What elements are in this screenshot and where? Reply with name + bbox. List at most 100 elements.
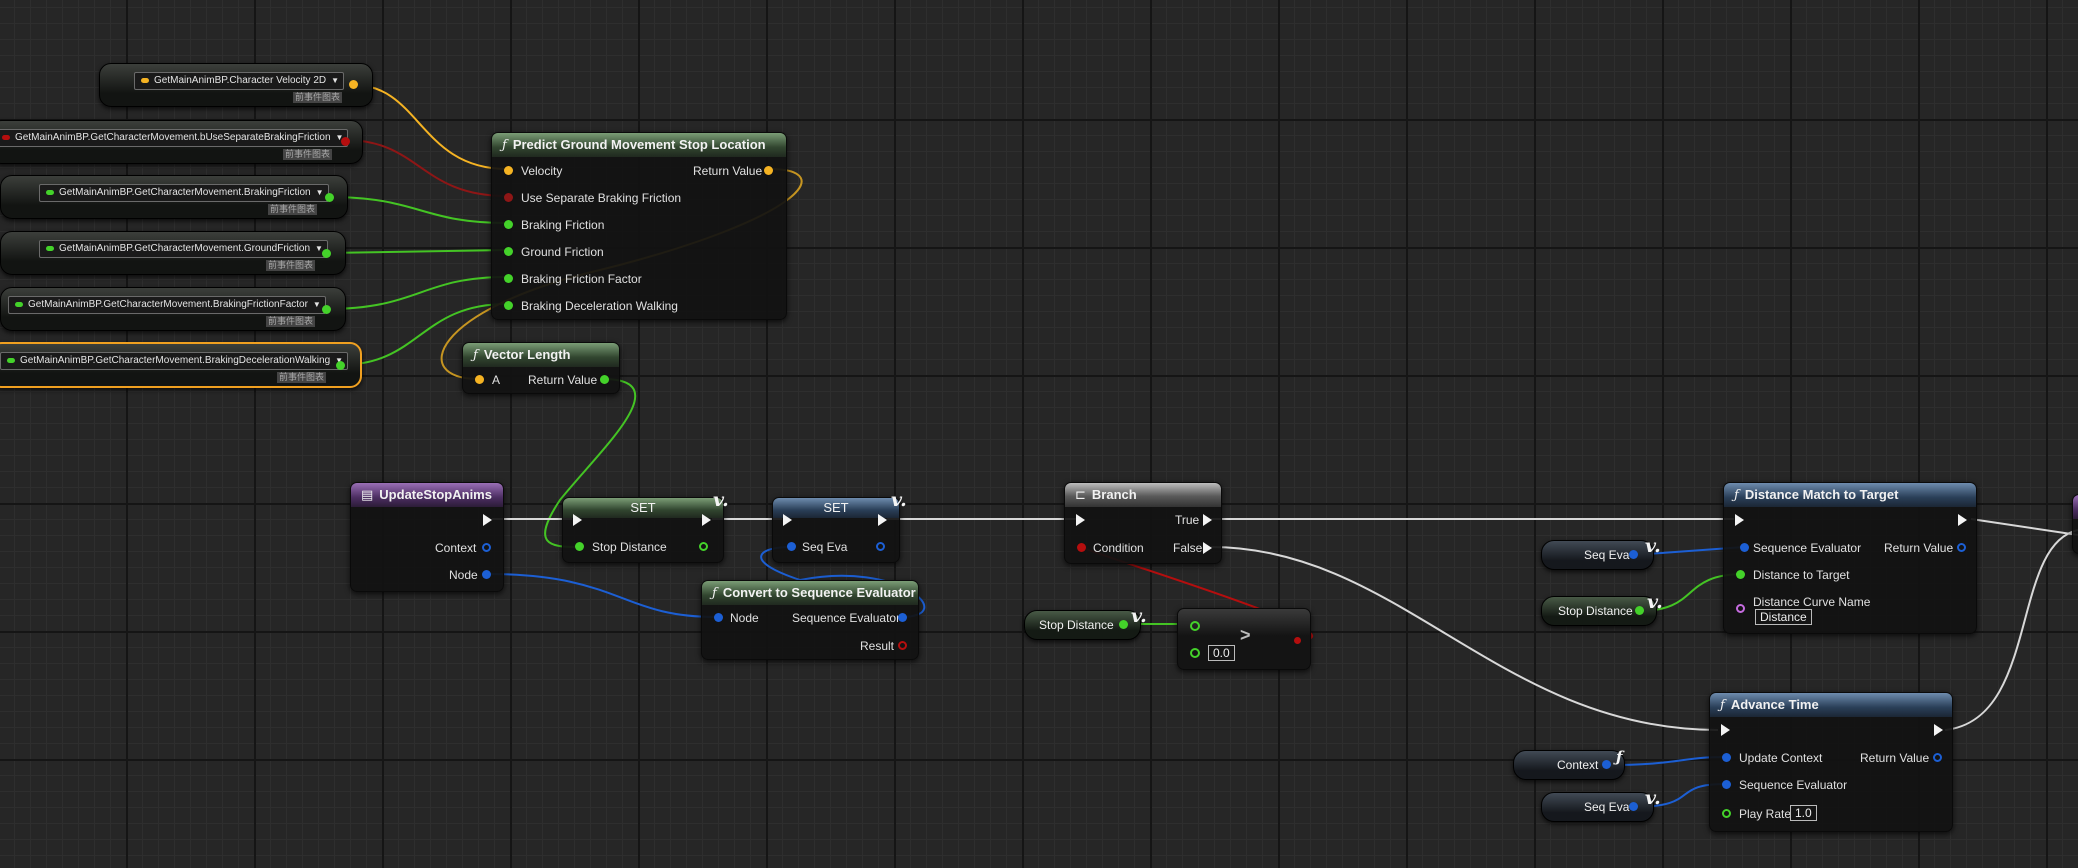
getter-braking-deceleration-walking[interactable]: GetMainAnimBP.GetCharacterMovement.Braki… bbox=[0, 342, 362, 388]
getter-braking-friction-factor[interactable]: GetMainAnimBP.GetCharacterMovement.Braki… bbox=[0, 287, 346, 331]
output-pin[interactable] bbox=[341, 137, 350, 146]
greater-than-node[interactable]: 0.0 > bbox=[1177, 608, 1311, 670]
exec-in-pin[interactable] bbox=[1735, 514, 1744, 526]
exec-out-pin[interactable] bbox=[1958, 514, 1967, 526]
context-label: Context bbox=[435, 541, 477, 555]
return-value-pin[interactable] bbox=[1957, 543, 1966, 552]
offscreen-node[interactable] bbox=[2072, 494, 2078, 554]
wire-ground-friction bbox=[325, 249, 508, 254]
getter-dropdown[interactable]: GetMainAnimBP.GetCharacterMovement.Groun… bbox=[39, 240, 328, 258]
exec-out-pin[interactable] bbox=[483, 514, 492, 526]
sequence-evaluator-label: Sequence Evaluator bbox=[1739, 778, 1848, 792]
output-pin[interactable] bbox=[1635, 606, 1644, 615]
variable-icon: v. bbox=[713, 489, 729, 511]
seq-eva-pin[interactable] bbox=[787, 542, 796, 551]
true-pin[interactable] bbox=[1203, 514, 1212, 526]
output-pin[interactable] bbox=[322, 305, 331, 314]
output-pin[interactable] bbox=[1602, 760, 1611, 769]
getter-ground-friction[interactable]: GetMainAnimBP.GetCharacterMovement.Groun… bbox=[0, 231, 346, 275]
return-value-pin[interactable] bbox=[600, 375, 609, 384]
play-rate-pin[interactable] bbox=[1722, 809, 1731, 818]
getter-dropdown[interactable]: GetMainAnimBP.GetCharacterMovement.bUseS… bbox=[0, 129, 349, 147]
sequence-evaluator-pin[interactable] bbox=[898, 613, 907, 622]
exec-in-pin[interactable] bbox=[783, 514, 792, 526]
velocity-label: Velocity bbox=[521, 164, 563, 178]
exec-in-pin[interactable] bbox=[1721, 724, 1730, 736]
seq-eva-variable-advance[interactable]: Seq Eva v. bbox=[1541, 787, 1661, 822]
variable-label: Seq Eva bbox=[1584, 800, 1630, 814]
result-pin[interactable] bbox=[1294, 637, 1301, 644]
exec-out-pin[interactable] bbox=[702, 514, 711, 526]
output-pin[interactable] bbox=[1629, 802, 1638, 811]
a-pin[interactable] bbox=[475, 375, 484, 384]
stop-distance-variable-dmt[interactable]: Stop Distance v. bbox=[1541, 591, 1663, 626]
ground-friction-pin[interactable] bbox=[504, 247, 513, 256]
output-pin[interactable] bbox=[336, 361, 345, 370]
exec-in-pin[interactable] bbox=[573, 514, 582, 526]
distance-to-target-label: Distance to Target bbox=[1753, 568, 1850, 582]
distance-curve-name-pin[interactable] bbox=[1736, 604, 1745, 613]
output-pin[interactable] bbox=[699, 542, 708, 551]
getter-dropdown[interactable]: GetMainAnimBP.GetCharacterMovement.Braki… bbox=[39, 184, 329, 202]
exec-out-pin[interactable] bbox=[1934, 724, 1943, 736]
true-label: True bbox=[1175, 513, 1200, 527]
b-value-field[interactable]: 0.0 bbox=[1208, 645, 1235, 661]
sequence-evaluator-pin[interactable] bbox=[1740, 543, 1749, 552]
getter-separate-braking[interactable]: GetMainAnimBP.GetCharacterMovement.bUseS… bbox=[0, 120, 363, 164]
output-pin[interactable] bbox=[322, 249, 331, 258]
play-rate-field[interactable]: 1.0 bbox=[1790, 805, 1817, 821]
context-pin[interactable] bbox=[482, 543, 491, 552]
stop-distance-pin[interactable] bbox=[575, 542, 584, 551]
output-pin[interactable] bbox=[325, 193, 334, 202]
node-pin[interactable] bbox=[482, 570, 491, 579]
sequence-evaluator-pin[interactable] bbox=[1722, 780, 1731, 789]
decel-walking-pin[interactable] bbox=[504, 301, 513, 310]
distance-curve-name-field[interactable]: Distance bbox=[1755, 609, 1812, 625]
getter-dropdown[interactable]: GetMainAnimBP.Character Velocity 2D▼ bbox=[134, 72, 345, 90]
return-value-pin[interactable] bbox=[1933, 753, 1942, 762]
condition-label: Condition bbox=[1093, 541, 1144, 555]
seq-eva-variable[interactable]: Seq Eva v. bbox=[1541, 535, 1661, 570]
separate-braking-label: Use Separate Braking Friction bbox=[521, 191, 682, 205]
braking-friction-pin[interactable] bbox=[504, 220, 513, 229]
braking-friction-label: Braking Friction bbox=[521, 218, 605, 232]
exec-out-pin[interactable] bbox=[878, 514, 887, 526]
result-label: Result bbox=[860, 639, 895, 653]
set-stop-distance-node[interactable]: SET v. Stop Distance bbox=[562, 489, 729, 563]
getter-dropdown[interactable]: GetMainAnimBP.GetCharacterMovement.Braki… bbox=[8, 296, 326, 314]
function-icon: ƒ bbox=[1720, 698, 1725, 713]
friction-factor-pin[interactable] bbox=[504, 274, 513, 283]
b-pin[interactable] bbox=[1190, 648, 1200, 658]
condition-pin[interactable] bbox=[1077, 543, 1086, 552]
context-variable[interactable]: Context ƒ bbox=[1513, 748, 1625, 780]
update-context-pin[interactable] bbox=[1722, 753, 1731, 762]
update-stop-anims-node[interactable]: ▤UpdateStopAnims Context Node bbox=[350, 482, 504, 592]
distance-to-target-pin[interactable] bbox=[1736, 570, 1745, 579]
getter-braking-friction[interactable]: GetMainAnimBP.GetCharacterMovement.Braki… bbox=[0, 175, 348, 219]
output-pin[interactable] bbox=[1629, 550, 1638, 559]
velocity-pin[interactable] bbox=[504, 166, 513, 175]
output-pin[interactable] bbox=[349, 80, 358, 89]
output-pin[interactable] bbox=[1119, 620, 1128, 629]
getter-dropdown[interactable]: GetMainAnimBP.GetCharacterMovement.Braki… bbox=[0, 352, 349, 370]
false-pin[interactable] bbox=[1203, 542, 1212, 554]
variable-icon: v. bbox=[891, 489, 907, 511]
getter-velocity-2d[interactable]: GetMainAnimBP.Character Velocity 2D▼ 前事件… bbox=[99, 63, 373, 107]
stop-distance-variable[interactable]: Stop Distance v. bbox=[1024, 605, 1147, 640]
result-pin[interactable] bbox=[898, 641, 907, 650]
chevron-down-icon: ▼ bbox=[315, 188, 324, 197]
output-pin[interactable] bbox=[876, 542, 885, 551]
node-pin[interactable] bbox=[714, 613, 723, 622]
exec-in-pin[interactable] bbox=[1076, 514, 1085, 526]
branch-node[interactable]: ⊏Branch True Condition False bbox=[1064, 482, 1222, 564]
return-value-pin[interactable] bbox=[764, 166, 773, 175]
set-seq-eva-node[interactable]: SET v. Seq Eva bbox=[772, 489, 907, 563]
a-pin[interactable] bbox=[1190, 621, 1200, 631]
separate-braking-pin[interactable] bbox=[504, 193, 513, 202]
sequence-evaluator-label: Sequence Evaluator bbox=[1753, 541, 1862, 555]
